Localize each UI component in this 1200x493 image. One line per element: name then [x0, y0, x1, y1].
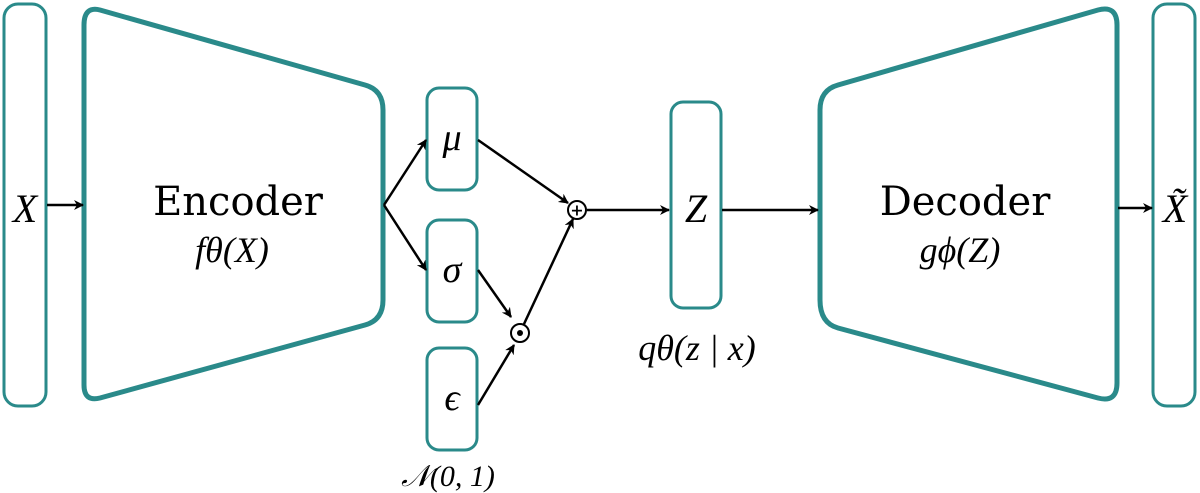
- mu-box: [425, 86, 479, 192]
- arrow-mu-to-plus: [477, 138, 569, 205]
- encoder-function: fθ(X): [195, 230, 269, 270]
- epsilon-box: [425, 346, 479, 452]
- mu-label: μ: [441, 117, 461, 159]
- arrow-encoder-to-mu: [382, 139, 428, 206]
- arrow-encoder-to-sigma: [382, 204, 428, 271]
- epsilon-label: ϵ: [444, 377, 461, 419]
- encoder-trapezoid: [81, 6, 386, 402]
- output-box: [1151, 2, 1197, 408]
- encoder-title: Encoder: [153, 179, 324, 225]
- decoder-function: gϕ(Z): [920, 230, 1001, 270]
- output-label: X̃: [1161, 186, 1189, 231]
- multiply-operator-dot: [517, 330, 523, 336]
- sigma-label: σ: [443, 249, 463, 291]
- noise-distribution-label: 𝒩(0, 1): [401, 460, 495, 493]
- decoder-trapezoid: [817, 6, 1120, 402]
- plus-operator-symbol: +: [570, 201, 583, 220]
- posterior-label: qθ(z | x): [638, 328, 756, 368]
- z-box: [669, 100, 723, 310]
- plus-operator: [567, 200, 587, 220]
- input-label: X: [11, 186, 39, 231]
- decoder-title: Decoder: [880, 179, 1052, 225]
- z-label: Z: [685, 186, 708, 231]
- arrow-epsilon-to-dot: [476, 344, 516, 406]
- arrow-sigma-to-dot: [476, 269, 513, 318]
- arrow-dot-to-plus: [522, 218, 575, 325]
- sigma-box: [425, 218, 479, 324]
- input-box: [2, 2, 48, 408]
